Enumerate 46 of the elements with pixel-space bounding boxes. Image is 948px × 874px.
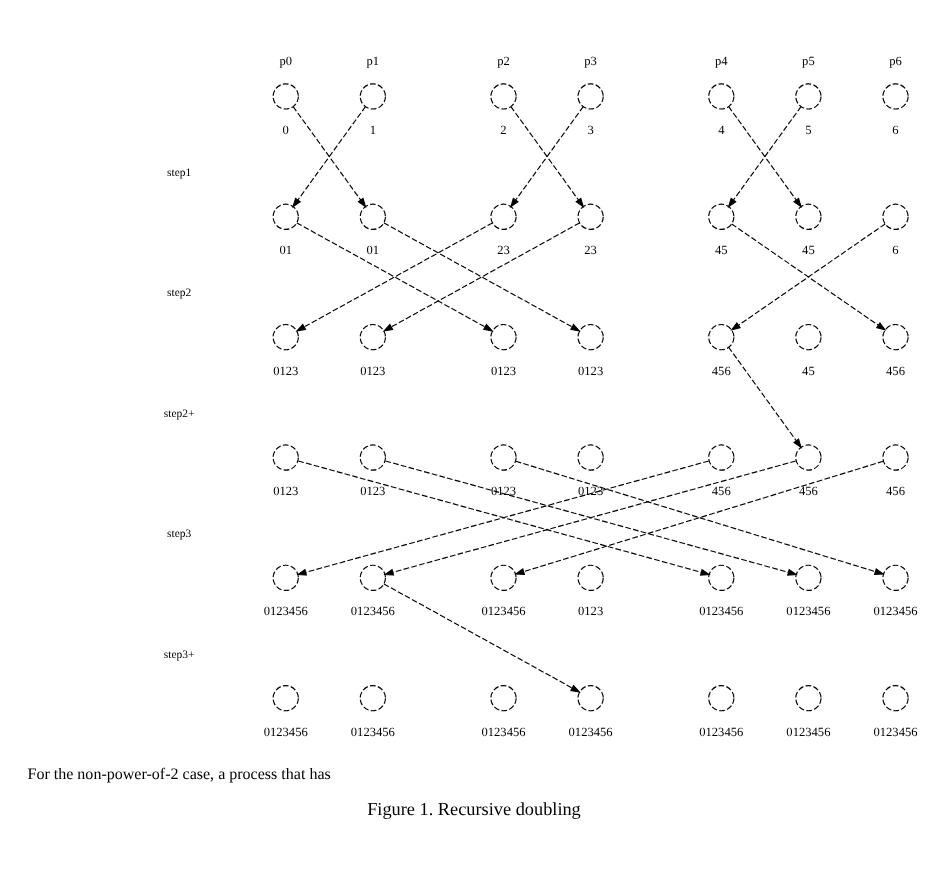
node-circle	[708, 82, 735, 109]
node-circle	[577, 82, 604, 109]
node-circle	[272, 684, 299, 711]
node-circle	[577, 684, 604, 711]
node-circle	[882, 82, 909, 109]
node-circle	[490, 82, 517, 109]
node-circle	[708, 563, 735, 590]
label: For the non-power-of-2 case, a process that has	[27, 764, 331, 783]
node-circle	[490, 563, 517, 590]
node-circle	[490, 202, 517, 229]
node-circle	[882, 202, 909, 229]
node-circle	[577, 563, 604, 590]
node-circle	[708, 202, 735, 229]
node-circle	[795, 202, 822, 229]
node-circle	[882, 322, 909, 350]
node-circle	[359, 202, 387, 229]
node-circle	[882, 684, 909, 711]
node-circle	[359, 443, 387, 470]
node-circle	[490, 443, 517, 470]
node-circle	[708, 443, 735, 470]
node-circle	[490, 684, 517, 711]
node-circle	[272, 563, 299, 590]
node-circle	[359, 563, 387, 590]
node-circle	[272, 82, 299, 109]
node-circle	[490, 322, 517, 350]
node-circle	[708, 684, 735, 711]
arrow	[383, 582, 581, 692]
node-circle	[272, 443, 299, 470]
node-circle	[882, 443, 909, 470]
node-circle	[359, 684, 387, 711]
node-circle	[359, 82, 387, 109]
node-circle	[359, 322, 387, 350]
caption: Figure 1. Recursive doubling	[367, 797, 581, 818]
arrow	[728, 345, 803, 448]
node-circle	[795, 322, 822, 350]
node-circle	[795, 82, 822, 109]
node-circle	[882, 563, 909, 590]
node-circle	[272, 202, 299, 229]
node-circle	[272, 322, 299, 350]
node-circle	[795, 684, 822, 711]
node-circle	[577, 443, 604, 470]
node-circle	[577, 202, 604, 229]
node-circle	[708, 322, 735, 350]
node-circle	[795, 563, 822, 590]
node-circle	[795, 443, 822, 470]
node-circle	[577, 322, 604, 350]
